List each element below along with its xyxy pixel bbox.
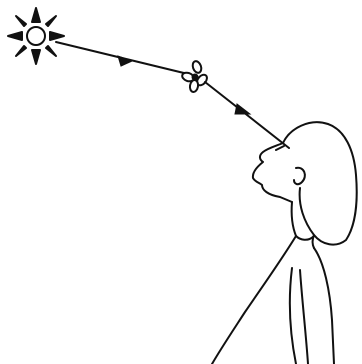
collar — [296, 236, 314, 240]
shirt-right — [314, 248, 334, 364]
arm-inner — [290, 268, 296, 364]
arrowhead-1 — [118, 56, 132, 66]
neck-front — [292, 202, 296, 236]
face-profile — [253, 143, 292, 202]
eye — [276, 146, 284, 150]
light-ray-flower-to-eye — [205, 82, 289, 148]
flower-icon — [181, 60, 209, 93]
arrowhead-2 — [235, 104, 250, 114]
ear — [294, 168, 305, 184]
sun-icon — [8, 8, 64, 64]
shirt-left — [212, 236, 296, 364]
person-looking-up — [212, 122, 357, 364]
arm-inner-2 — [300, 270, 308, 364]
